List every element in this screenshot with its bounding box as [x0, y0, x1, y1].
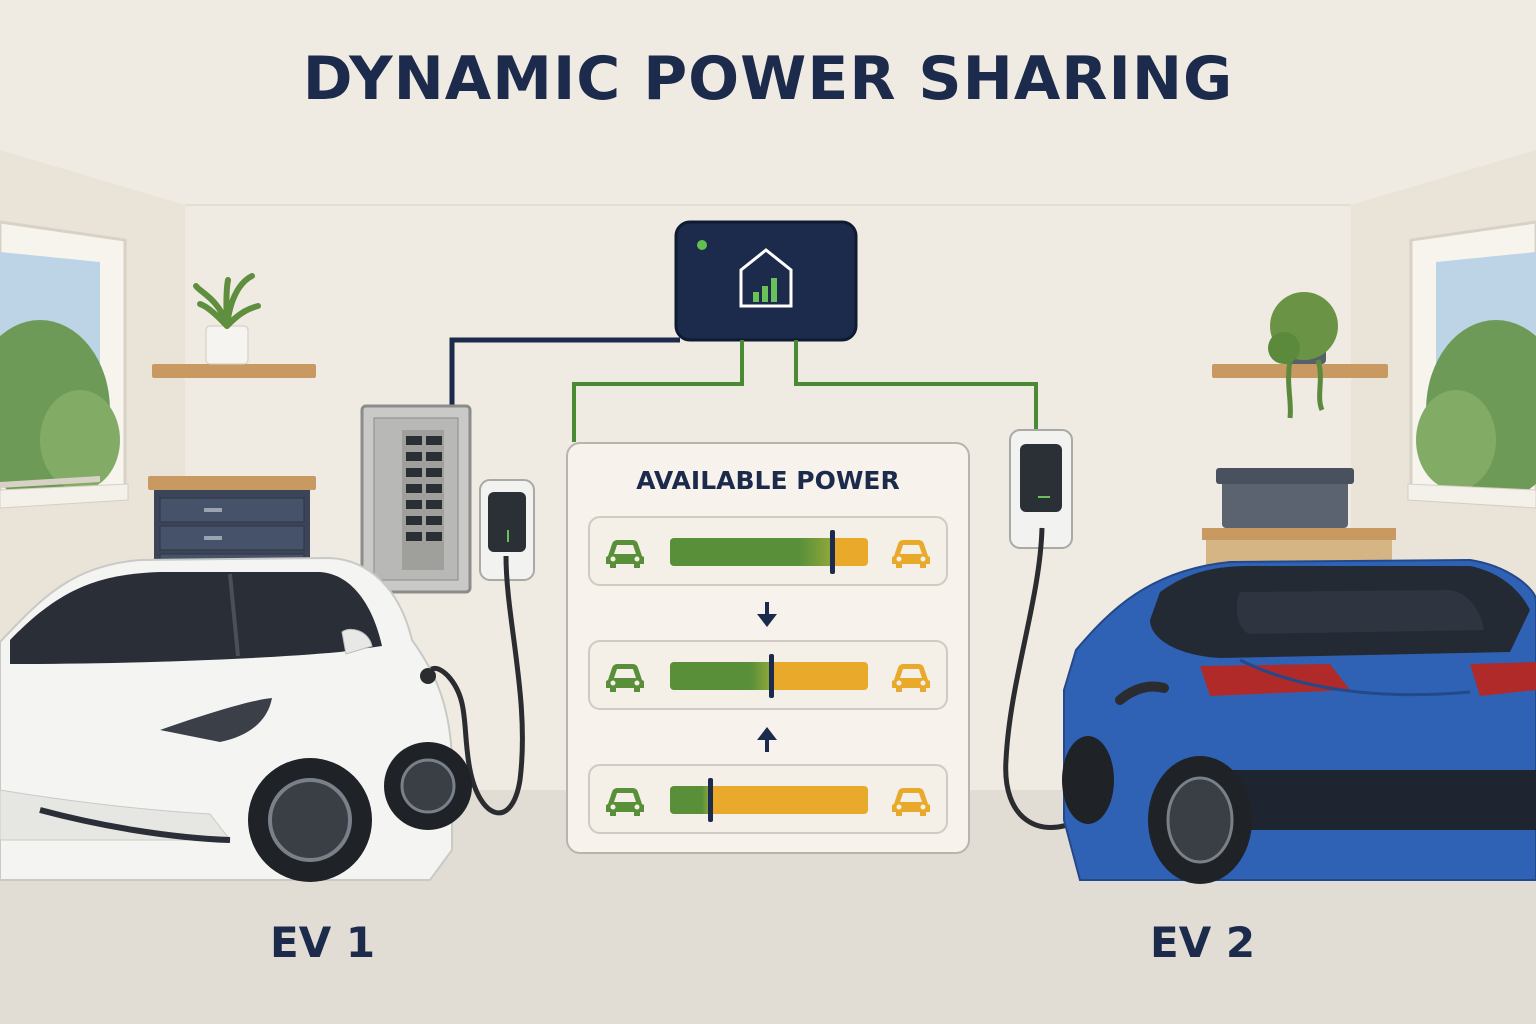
ev2-car-icon — [892, 788, 930, 816]
breaker-panel — [360, 404, 472, 594]
ev1-car-icon — [606, 664, 644, 692]
power-bar — [670, 654, 868, 698]
power-split-row-2 — [588, 640, 948, 710]
page-title: DYNAMIC POWER SHARING — [302, 44, 1234, 114]
ev2-car-icon — [892, 664, 930, 692]
left-window — [0, 220, 129, 509]
power-split-row-1 — [588, 516, 948, 586]
available-power-title: AVAILABLE POWER — [636, 466, 900, 495]
arrow-up-icon — [757, 727, 777, 752]
right-window — [1407, 220, 1536, 509]
ev1-car-icon — [606, 788, 644, 816]
ev1-wall-charger — [422, 479, 535, 816]
ev1-car-icon — [606, 540, 644, 568]
ev1-power-share — [670, 662, 771, 690]
power-bar — [670, 778, 868, 822]
ev1-car — [0, 556, 472, 882]
ev1-power-share — [670, 538, 833, 566]
ev2-label: EV 2 — [1150, 918, 1256, 967]
ev2-car — [1062, 558, 1536, 884]
power-management-hub — [674, 220, 858, 342]
left-shelf-plant — [152, 273, 316, 378]
power-bar — [670, 530, 868, 574]
power-split-row-3 — [588, 764, 948, 834]
ev1-label: EV 1 — [270, 918, 376, 967]
split-marker — [707, 778, 713, 822]
available-power-panel: AVAILABLE POWER — [566, 442, 970, 854]
right-shelf-plant — [1212, 292, 1388, 419]
ev2-car-icon — [892, 540, 930, 568]
split-marker — [768, 654, 774, 698]
arrow-down-icon — [757, 602, 777, 627]
ev1-power-share — [670, 786, 710, 814]
split-marker — [830, 530, 836, 574]
